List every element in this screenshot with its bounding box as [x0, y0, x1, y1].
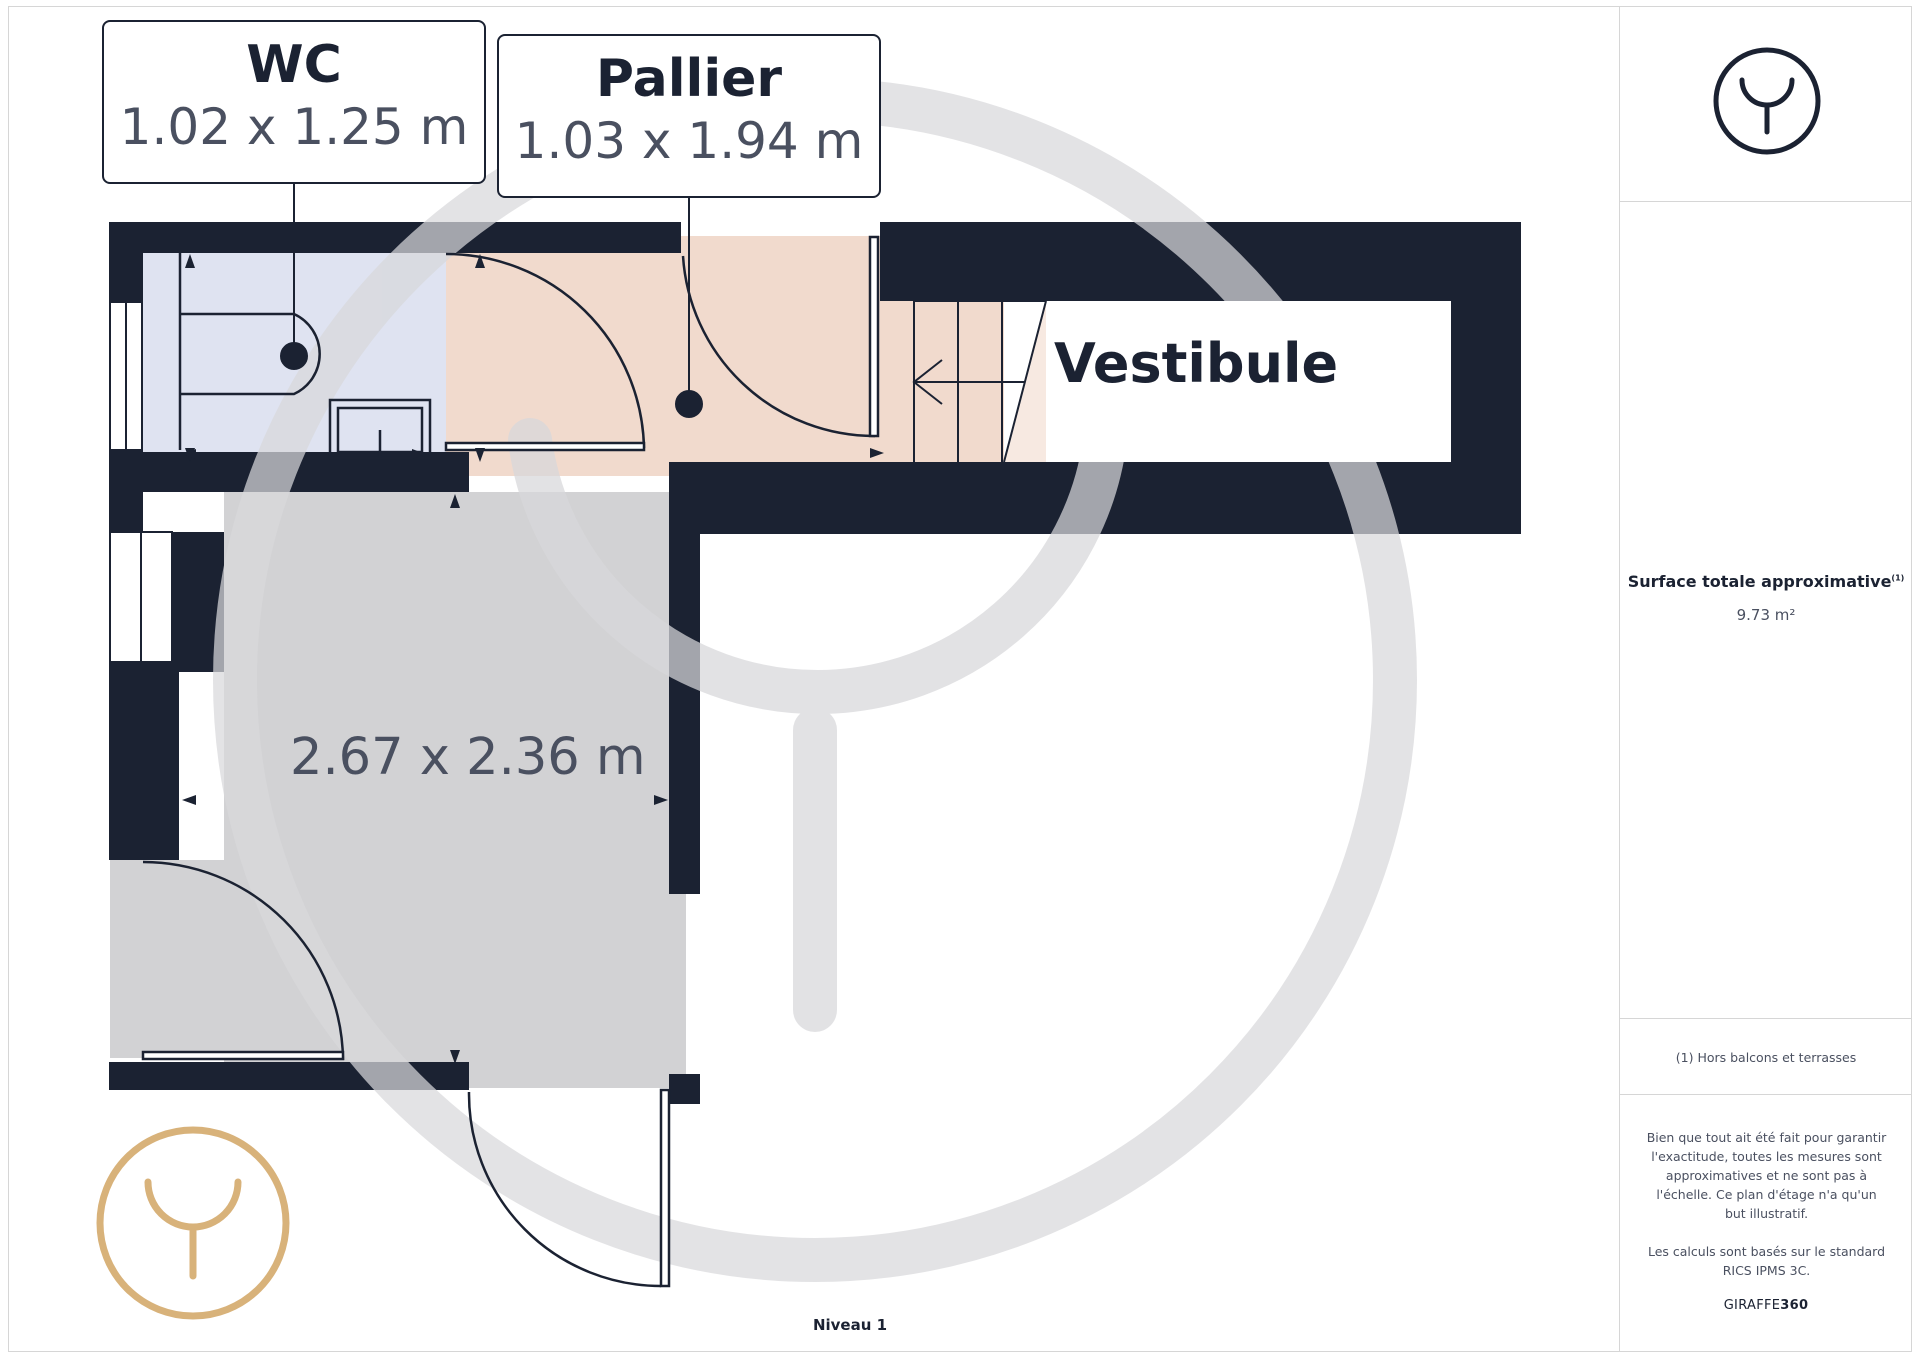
- sidebar-divider: [1620, 1094, 1912, 1095]
- surface-title-note: (1): [1891, 573, 1905, 583]
- wc-fixtures: [178, 253, 432, 460]
- giraffe360-logo-icon: [1713, 47, 1821, 155]
- wc-name: WC: [246, 35, 342, 95]
- surface-title: Surface totale approximative(1): [1627, 572, 1905, 591]
- sidebar-divider: [1620, 201, 1912, 202]
- vestibule-area: [1004, 301, 1451, 462]
- main-room-dimensions: 2.67 x 2.36 m: [290, 728, 646, 787]
- sidebar-divider: [1620, 1018, 1912, 1019]
- wc-dimensions: 1.02 x 1.25 m: [119, 98, 469, 156]
- pallier-dimensions: 1.03 x 1.94 m: [514, 112, 864, 170]
- disclaimer-accuracy: Bien que tout ait été fait pour garantir…: [1646, 1130, 1887, 1221]
- windows: [109, 301, 173, 663]
- doors: [141, 235, 880, 1288]
- label-leaders: [280, 184, 703, 418]
- info-sidebar: Surface totale approximative(1) 9.73 m² …: [1619, 6, 1912, 1352]
- floor-plan: [109, 78, 1521, 1288]
- surface-value: 9.73 m²: [1736, 606, 1796, 624]
- level-label: Niveau 1: [812, 1316, 888, 1334]
- page-frame: [8, 6, 1912, 1352]
- giraffe360-gold-logo-icon: [96, 1126, 290, 1320]
- disclaimer-standard: Les calculs sont basés sur le standard R…: [1647, 1244, 1886, 1278]
- vestibule-name: Vestibule: [1054, 332, 1339, 395]
- brand-name: GIRAFFE360: [1723, 1298, 1809, 1313]
- pallier-label: Pallier 1.03 x 1.94 m: [497, 34, 881, 198]
- wc-label: WC 1.02 x 1.25 m: [102, 20, 486, 184]
- pallier-name: Pallier: [595, 49, 783, 109]
- stairs: [912, 300, 1047, 463]
- dimension-markers: [182, 254, 884, 1064]
- disclaimer: Bien que tout ait été fait pour garantir…: [1646, 1128, 1887, 1299]
- surface-footnote: (1) Hors balcons et terrasses: [1675, 1050, 1857, 1065]
